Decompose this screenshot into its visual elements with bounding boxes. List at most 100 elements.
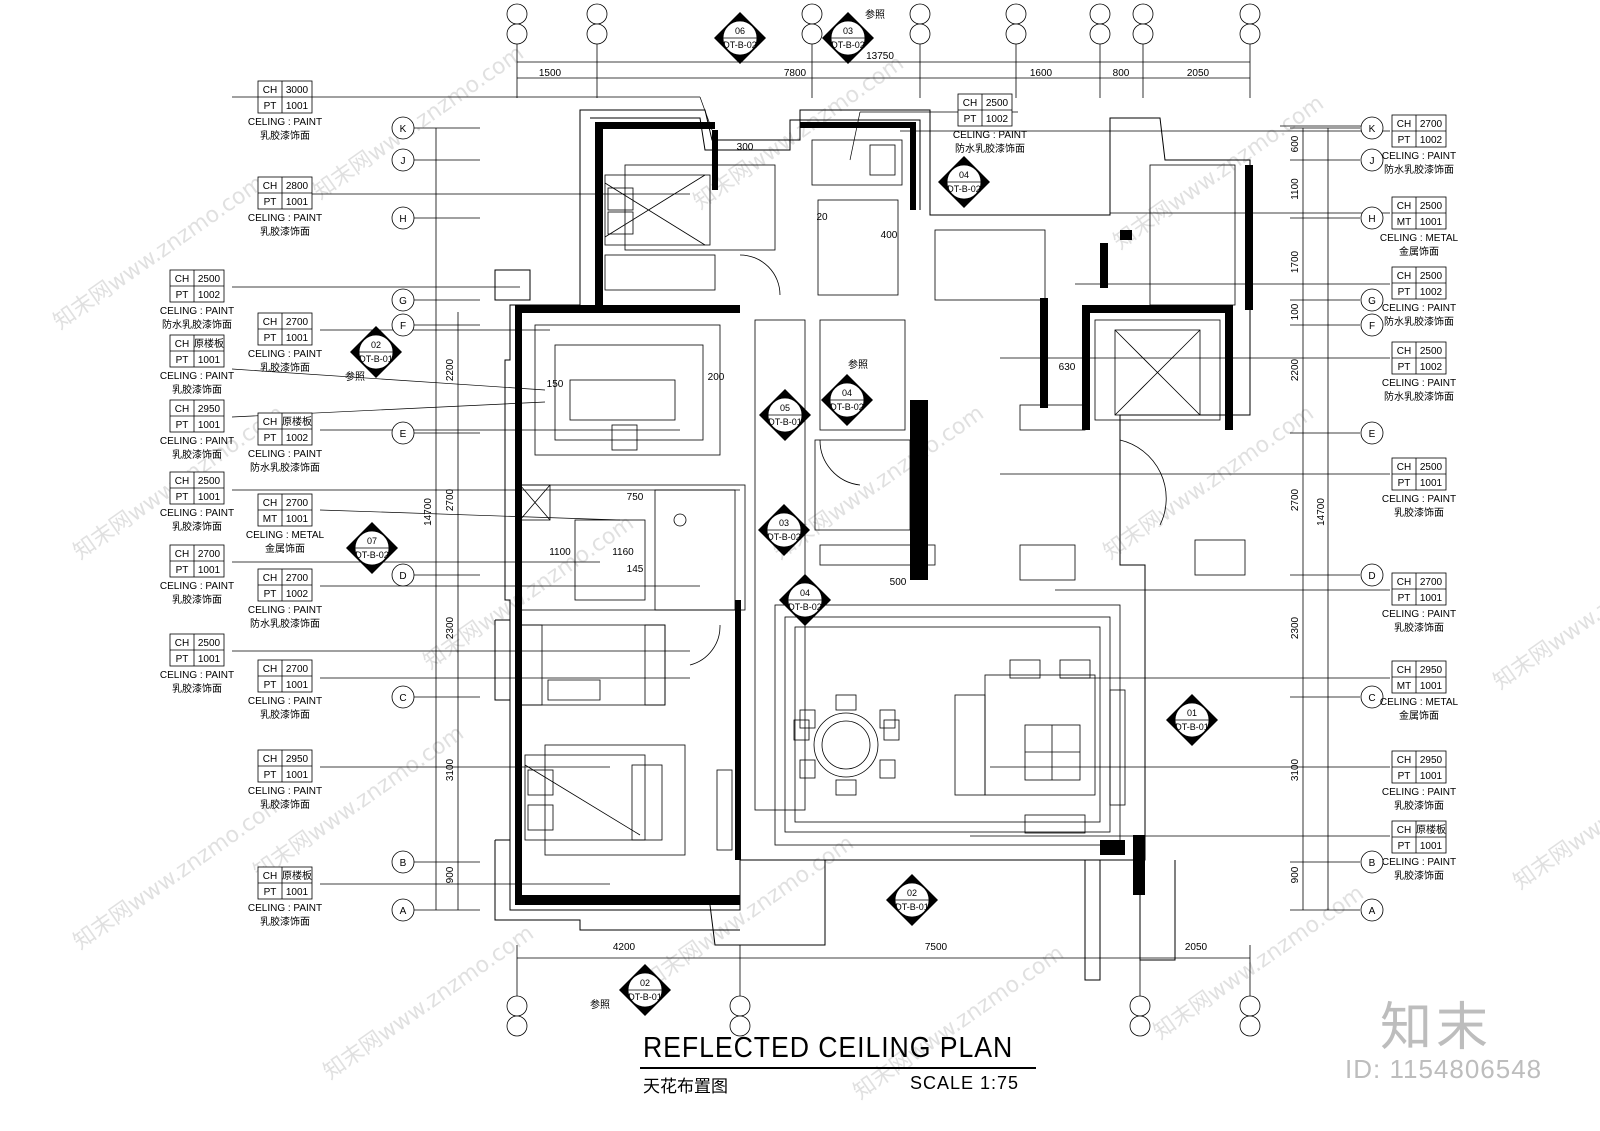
dim-left: 900 [445, 866, 456, 883]
ceiling-material-cn: 乳胶漆饰面 [1394, 506, 1444, 519]
room-dim: 500 [890, 577, 907, 588]
section-code: DT-B-02 [947, 184, 981, 194]
dim-right: 100 [1290, 303, 1301, 320]
material-code: 1002 [286, 433, 309, 444]
ceiling-height: 3000 [286, 85, 309, 96]
ceiling-material-en: CELING : PAINT [1382, 303, 1456, 314]
room-dim: 1100 [549, 547, 571, 558]
drawing-scale: SCALE 1:75 [910, 1073, 1020, 1093]
dim-right: 3100 [1290, 758, 1301, 781]
title-underline [640, 1067, 1036, 1069]
material-code: 1002 [1420, 135, 1443, 146]
section-code: DT-B-02 [788, 602, 822, 612]
dim-left: 2700 [445, 488, 456, 511]
ceiling-tag-ch-key: CH [263, 573, 277, 584]
ceiling-tag-ch-key: CH [1397, 825, 1411, 836]
axis-ticks-left [414, 127, 1360, 911]
dim-right: 14700 [1316, 498, 1327, 526]
building-outline [494, 109, 1251, 981]
section-code: DT-B-02 [830, 402, 864, 412]
ceiling-material-en: CELING : METAL [246, 530, 325, 541]
axis-label-right: H [1368, 214, 1375, 225]
material-code: 1001 [286, 770, 309, 781]
watermark-text: 知末网www.znzmo.com [1509, 731, 1600, 895]
ceiling-material-cn: 乳胶漆饰面 [1394, 869, 1444, 882]
section-code: DT-B-01 [768, 417, 802, 427]
ceiling-material-cn: 乳胶漆饰面 [1394, 621, 1444, 634]
material-code: 1001 [1420, 681, 1443, 692]
watermark-text: 知末网www.znzmo.com [49, 171, 269, 335]
axis-bubbles-right [1360, 116, 1384, 922]
ceiling-tag-ch-key: CH [263, 871, 277, 882]
dim-right: 2300 [1290, 616, 1301, 639]
material-key: PT [1398, 841, 1411, 852]
material-key: PT [176, 420, 189, 431]
ceiling-tag-ch-key: CH [1397, 462, 1411, 473]
room-dim: 145 [627, 564, 644, 575]
dim-right: 2200 [1290, 358, 1301, 381]
ceiling-tag-ch-key: CH [263, 498, 277, 509]
section-number: 05 [780, 403, 790, 413]
room-dim: 150 [547, 379, 564, 390]
section-code: DT-B-02 [767, 532, 801, 542]
drawing-subtitle: 天花布置图 [643, 1077, 728, 1097]
ceiling-height: 原楼板 [282, 869, 312, 882]
section-number: 06 [735, 26, 745, 36]
section-code: DT-B-01 [359, 354, 393, 364]
material-code: 1002 [286, 589, 309, 600]
axis-label-right: K [1369, 124, 1376, 135]
ceiling-material-cn: 乳胶漆饰面 [260, 361, 310, 374]
material-code: 1001 [1420, 771, 1443, 782]
ceiling-material-cn: 乳胶漆饰面 [260, 129, 310, 142]
ceiling-tag-ch-key: CH [175, 274, 189, 285]
ceiling-material-cn: 防水乳胶漆饰面 [250, 617, 320, 630]
axis-label-left: D [399, 571, 406, 582]
material-key: MT [1397, 681, 1411, 692]
material-key: PT [264, 101, 277, 112]
ceiling-tag-ch-key: CH [175, 549, 189, 560]
material-key: PT [176, 565, 189, 576]
section-number: 02 [640, 978, 650, 988]
watermark-text: 知末网www.znzmo.com [419, 511, 639, 675]
ceiling-material-en: CELING : PAINT [1382, 857, 1456, 868]
ceiling-height: 原楼板 [1416, 823, 1446, 836]
axis-label-right: C [1368, 693, 1375, 704]
axis-label-right: F [1369, 321, 1375, 332]
axis-bubbles-left [391, 116, 415, 922]
material-key: PT [176, 355, 189, 366]
dim-bottom: 2050 [1185, 942, 1208, 953]
ceiling-height: 2950 [286, 754, 309, 765]
ceiling-height: 2500 [198, 274, 221, 285]
reference-word: 参照 [590, 998, 610, 1011]
grid-lines [435, 44, 1329, 1000]
ceiling-material-cn: 乳胶漆饰面 [172, 520, 222, 533]
section-number: 07 [367, 536, 377, 546]
bottom-grid-bubbles [506, 995, 1261, 1037]
ceiling-material-en: CELING : PAINT [953, 130, 1027, 141]
material-key: PT [264, 197, 277, 208]
axis-label-left: K [400, 124, 407, 135]
material-key: PT [1398, 287, 1411, 298]
ceiling-height: 2500 [1420, 201, 1443, 212]
dim-bottom: 7500 [925, 942, 948, 953]
axis-label-right: B [1369, 858, 1376, 869]
ceiling-tag-ch-key: CH [175, 476, 189, 487]
ceiling-material-cn: 乳胶漆饰面 [260, 225, 310, 238]
watermark-text: 知末网www.znzmo.com [1149, 881, 1369, 1045]
room-dim: 20 [816, 212, 828, 223]
ceiling-material-en: CELING : PAINT [248, 449, 322, 460]
ceiling-height: 2500 [198, 638, 221, 649]
dim-right: 1700 [1290, 250, 1301, 273]
axis-label-right: G [1368, 296, 1376, 307]
